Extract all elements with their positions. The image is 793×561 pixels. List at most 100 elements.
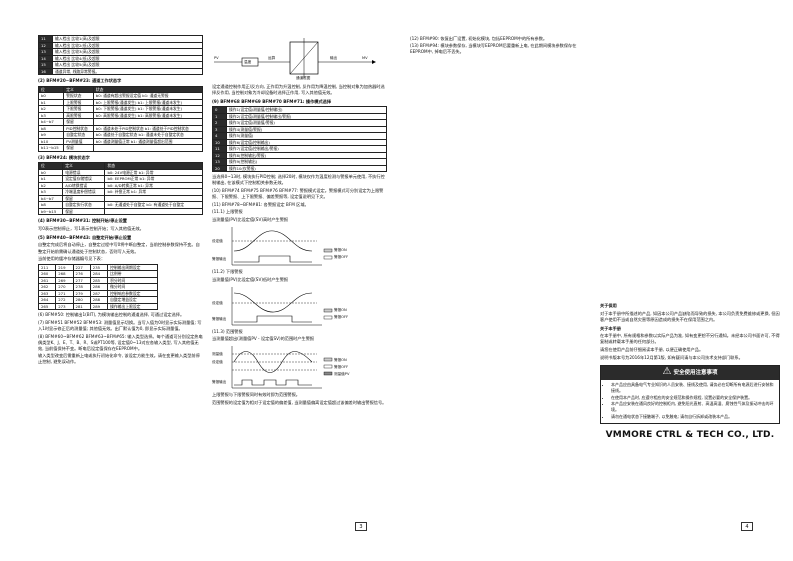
table-cell: 281	[72, 302, 91, 311]
table-cell: 操作10(仅警报)	[226, 164, 387, 173]
page-number-4: 4	[741, 522, 753, 531]
col2-paragraph-3: (10) BFM#74 BFM#75 BFM#76 BFM#77: 警报模式设定…	[212, 187, 384, 200]
subsection-11-1: (11.1) 上限警报	[212, 209, 243, 215]
diagram-label-4: MV	[362, 56, 368, 60]
safety-title-text: 安全使用注意事项	[673, 370, 718, 377]
chart3-legend-pv: 测量值PV	[334, 371, 350, 376]
chart-3-caption: 当测量值超出(测量值PV - 设定值SV)的范围时产生警报	[212, 336, 315, 342]
list-item: 本产品应安装在通风良好的控制柜内, 避免阳光直射、高温高湿、腐蚀性气体及振动冲击…	[611, 401, 776, 413]
section-6-text: (6) BFM#50: 控制输出1(BIT), 为模块输出控制的通道选择, 可通…	[38, 312, 185, 318]
channel-block-diagram: PV 温度 运算 输出 MV 通道框图	[212, 34, 387, 82]
chart1-ylabel-sv: 设定值	[212, 238, 223, 243]
table-cell: b0: 下限警报(通道发生) b1: 下限警报(通道未发生)	[92, 105, 204, 113]
table-cell: b9~b15	[37, 207, 64, 216]
table-header-cell: 状态	[92, 85, 204, 94]
table-cell: b2	[37, 105, 65, 113]
table-cell: 操作2(设定值/测量值/控制输出/警报)	[226, 112, 387, 121]
chart3-ylabel-alarm: 警报输出	[212, 380, 227, 385]
section-8-text: (8) BFM#60~BFM#62 BFM#63~BFM#65: 输入类型选择。…	[38, 333, 203, 351]
chart2-ylabel-alarm: 警报输出	[212, 316, 227, 321]
manual-title: 关于本手册	[600, 325, 621, 331]
chart-range-alarm: 测量值 设定值 警报输出 警报ON 警报OFF 测量值PV	[212, 344, 362, 390]
table-cell: 273	[55, 302, 74, 311]
section-2-title: (2) BFM#20~BFM#23: 通道工作状态字	[38, 78, 122, 83]
table-cell: b0	[37, 92, 65, 100]
table-cell: 通道异常, 线路异常警报。	[52, 67, 203, 75]
chart-upper-alarm: 设定值 警报输出 警报ON 警报OFF	[212, 225, 362, 267]
diagram-label-0: PV	[214, 56, 219, 60]
table-header-cell: 位	[37, 85, 65, 94]
col2-paragraph-2: 当选择0~13时, 模块执行PID控制; 选择20时, 模块仅作为温度检测与警报…	[212, 174, 385, 186]
table-cell: b3	[37, 111, 65, 120]
subsection-11-3: (11.3) 范围警报	[212, 328, 243, 334]
chart1-ylabel-alarm: 警报输出	[212, 256, 227, 261]
chart3-ylabel-sv: 设定值	[212, 360, 223, 365]
section-4-text: 写0表示控制停止，写1表示控制开始；写入其他值无效。	[38, 225, 144, 231]
page4-paragraph-1: (12) BFM#90: 恢复出厂设置, 初始化模块, 包括EEPROM中的所有…	[410, 35, 548, 41]
chart3-legend-on: 警报ON	[334, 357, 347, 362]
table-cell: 289	[89, 302, 109, 311]
table-cell: 保留	[63, 144, 94, 152]
col2-paragraph-1: 设定通道控制作用正/反方向, 正作用为升温控制, 反作用为降温控制, 当控制对象…	[212, 83, 385, 95]
company-name: VMMORE CTRL & TECH CO., LTD.	[605, 430, 775, 441]
manual-text-3: 说明书版本号为2016年12月第1版, 如有疑问请与本公司技术支持部门联系。	[600, 354, 743, 360]
warranty-title: 关于保用	[600, 303, 617, 308]
table-cell	[104, 207, 203, 216]
table-cell: b0: 上限警报(通道发生) b1: 上限警报(通道未发生)	[92, 98, 204, 107]
safety-notice-box: ⚠ 安全使用注意事项 本产品应由具备电气专业知识的人员安装、接线及使用, 请务必…	[600, 364, 780, 425]
block-diagram-svg	[214, 38, 376, 78]
chart-lower-alarm: 设定值 警报输出 警报ON 警报OFF	[212, 285, 362, 327]
page4-paragraph-2: (13) BFM#94: 模块参数保存, 当模块写EEPROM后要重新上电, 在…	[410, 43, 577, 55]
table-cell: 操作3(设定值/测量值/警报)	[226, 119, 387, 127]
table-cell: 操作输出上限设定	[107, 302, 158, 311]
table-cell: 16	[38, 67, 53, 75]
page4-right-column: 关于保用 对于本手册中所描述的产品, 如因本公司产品缺陷而导致的损失, 本公司负…	[600, 300, 780, 446]
chart1-legend-off: 警报OFF	[334, 255, 349, 260]
section-3-title: (3) BFM#24: 模块状态字	[38, 154, 90, 160]
chart3-legend-off: 警报OFF	[334, 364, 349, 369]
safety-list: 本产品应由具备电气专业知识的人员安装、接线及使用, 请务必在切断所有电源后进行安…	[601, 380, 779, 424]
table-cell: b0: 高限警报(通道发生) b1: 高限警报(通道未发生)	[92, 111, 204, 120]
table-cell: 265	[37, 302, 57, 311]
section-5-text-2: 当前使用的缓冲存储器编号见下表：	[38, 256, 106, 262]
warranty-text-1: 对于本手册中所描述的产品, 如因本公司产品缺陷而导致的损失, 本公司负责免费维修…	[600, 310, 780, 322]
warning-triangle-icon: ⚠	[662, 366, 672, 378]
chart2-ylabel-sv: 设定值	[212, 300, 223, 305]
list-item: 在使用本产品时, 应遵守相应的安全规范和操作规程, 设置必要的安全保护装置。	[611, 395, 776, 401]
chart2-legend-on: 警报ON	[334, 308, 347, 313]
table-cell: b4~b7	[37, 118, 65, 126]
chart-2-caption: 当测量值(PV)比设定值(SV)低时产生警报	[212, 276, 289, 282]
diagram-label-2: 运算	[268, 56, 276, 60]
table-cell: 操作1(设定值/测量值/控制输出)	[226, 106, 387, 114]
subsection-11-2: (11.2) 下限警报	[212, 268, 243, 274]
table-cell: b1	[37, 98, 65, 107]
chart-1-caption: 当测量值(PV)比设定值(SV)高时产生警报	[212, 216, 289, 222]
section-5-title: (5) BFM#40~BFM#43: 自整定开始/停止设置	[38, 234, 132, 240]
page4-left-column: (12) BFM#90: 恢复出厂设置, 初始化模块, 包括EEPROM中的所有…	[410, 34, 590, 57]
section-9-title: (9) BFM#68 BFM#69 BFM#70 BFM#71: 操作模式选择	[212, 98, 332, 104]
diagram-label-1: 温度	[244, 59, 252, 64]
section-9-text: 输入类型改变后需重新上电或执行初始化命令, 该设定方能生效。请在变更输入类型前停…	[38, 353, 200, 365]
section-11-title: (11) BFM#78~BFM#81: 各警报设定 BFM 区域。	[212, 201, 309, 207]
page3-right-column: PV 温度 运算 输出 MV 通道框图 设定通道控制作用正/反方向, 正作用为升…	[212, 34, 387, 408]
